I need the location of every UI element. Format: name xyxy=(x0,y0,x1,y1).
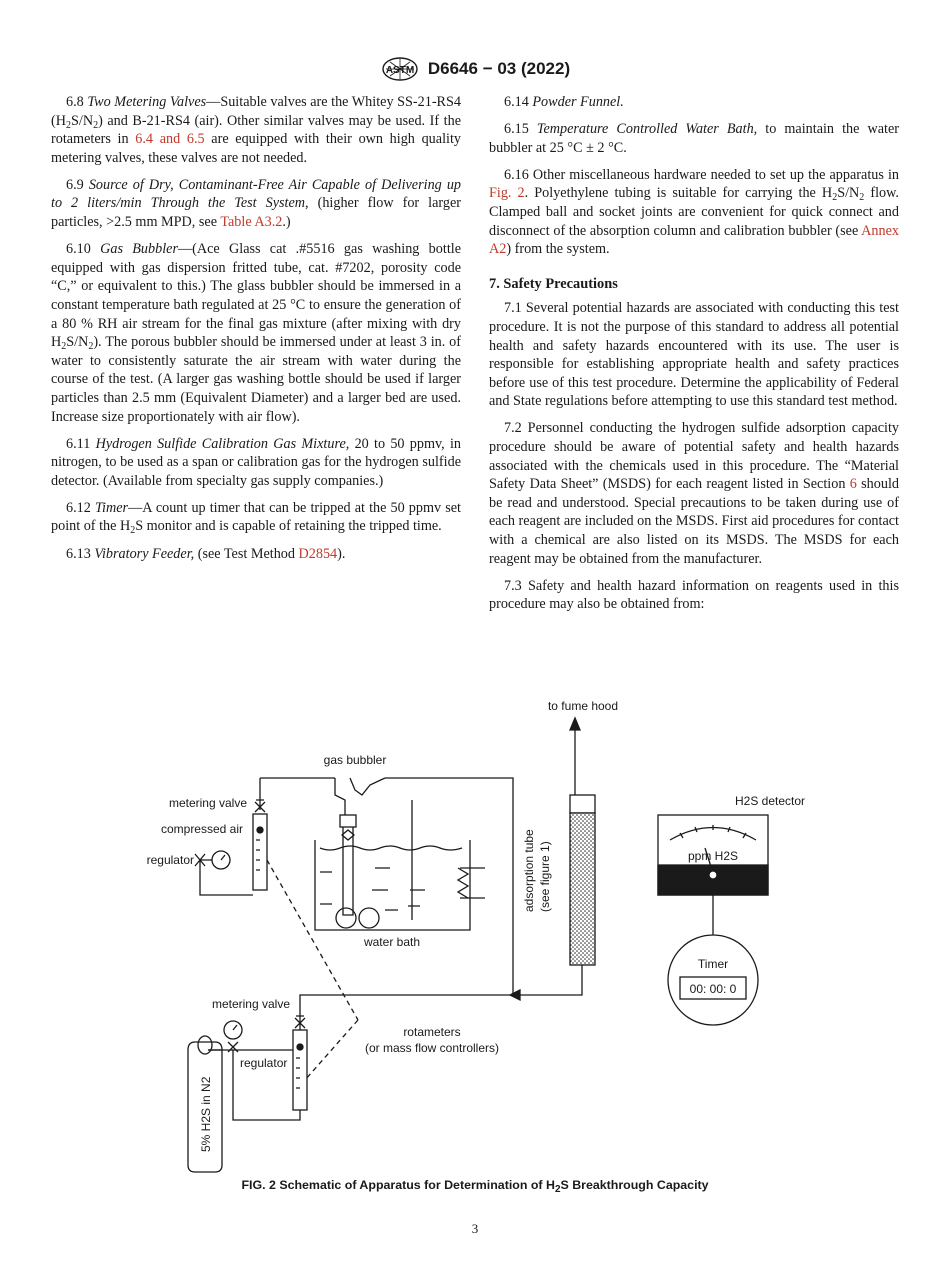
adsorption-tube xyxy=(569,794,596,814)
schematic-svg: to fume hood gas bubbler metering valve … xyxy=(147,699,805,1173)
water-bath xyxy=(314,840,471,931)
gas-cylinder xyxy=(187,1041,223,1173)
link-6-4-6-5[interactable]: 6.4 and 6.5 xyxy=(135,131,205,148)
page-number: 3 xyxy=(471,1221,479,1236)
label-metering-valve-top: metering valve xyxy=(169,796,247,810)
astm-logo-icon: ASTM xyxy=(382,57,418,81)
label-timer: Timer xyxy=(698,957,728,971)
paragraph-6-11: 6.11 Hydrogen Sulfide Calibration Gas Mi… xyxy=(51,435,462,489)
paragraph-6-14: 6.14 Powder Funnel. xyxy=(504,94,624,110)
label-metering-valve-bottom: metering valve xyxy=(212,997,290,1011)
left-column: 6.8 Two Metering Valves—Suitable valves … xyxy=(51,93,461,572)
link-section-6[interactable]: 6 xyxy=(849,476,857,493)
page-header: ASTM D6646 − 03 (2022) xyxy=(0,56,950,82)
paragraph-6-12: 6.12 Timer—A count up timer that can be … xyxy=(51,499,461,537)
label-gas-bubbler: gas bubbler xyxy=(324,753,387,767)
label-regulator-top: regulator xyxy=(147,853,194,867)
rotameter-pointer-bottom xyxy=(304,1019,359,1081)
section-heading-safety: 7. Safety Precautions xyxy=(489,275,618,292)
label-water-bath: water bath xyxy=(363,935,420,949)
document-designation: D6646 − 03 (2022) xyxy=(427,59,571,78)
svg-text:ASTM: ASTM xyxy=(386,65,414,76)
link-table-a3-2[interactable]: Table A3.2 xyxy=(220,214,283,231)
link-fig-2[interactable]: Fig. 2 xyxy=(489,185,525,202)
label-regulator-bottom: regulator xyxy=(240,1056,287,1070)
top-rotameter xyxy=(252,813,268,891)
bottom-rotameter xyxy=(292,1029,308,1111)
label-fume-hood: to fume hood xyxy=(548,699,618,713)
link-annex-a2[interactable]: Annex A2 xyxy=(489,222,899,258)
label-compressed-air: compressed air xyxy=(161,822,243,836)
right-column: 6.14 Powder Funnel. 6.15 Temperature Con… xyxy=(489,93,899,622)
paragraph-6-15: 6.15 Temperature Controlled Water Bath, … xyxy=(489,121,899,156)
paragraph-6-10: 6.10 Gas Bubbler—(Ace Glass cat .#5516 g… xyxy=(51,241,461,425)
label-see-figure-1: (see figure 1) xyxy=(538,841,552,912)
paragraph-7-3: 7.3 Safety and health hazard information… xyxy=(489,577,899,613)
paragraph-7-2: 7.2 Personnel conducting the hydrogen su… xyxy=(489,420,899,567)
timer-readout: 00: 00: 0 xyxy=(690,982,737,996)
gas-bubbler-bottle xyxy=(339,814,357,828)
paragraph-7-1: 7.1 Several potential hazards are associ… xyxy=(489,300,899,410)
rotameter-pointer-top xyxy=(266,859,359,1021)
paragraph-6-9: 6.9 Source of Dry, Contaminant-Free Air … xyxy=(51,176,462,231)
paragraph-6-8: 6.8 Two Metering Valves—Suitable valves … xyxy=(51,94,461,166)
label-h2s-detector: H2S detector xyxy=(735,794,805,808)
link-d2854[interactable]: D2854 xyxy=(298,545,338,562)
label-rotameters: rotameters xyxy=(403,1025,460,1039)
apparatus-schematic: to fume hood gas bubbler metering valve … xyxy=(140,690,820,1180)
figure-caption: FIG. 2 Schematic of Apparatus for Determ… xyxy=(241,1178,709,1195)
paragraph-6-13: 6.13 Vibratory Feeder, (see Test Method … xyxy=(66,545,346,562)
label-ppm-h2s: ppm H2S xyxy=(688,849,738,863)
label-adsorption-tube: adsorption tube xyxy=(522,829,536,912)
label-gas-cylinder: 5% H2S in N2 xyxy=(199,1076,213,1152)
paragraph-6-16: 6.16 Other miscellaneous hardware needed… xyxy=(489,166,899,258)
label-mass-flow-controllers: (or mass flow controllers) xyxy=(365,1041,499,1055)
